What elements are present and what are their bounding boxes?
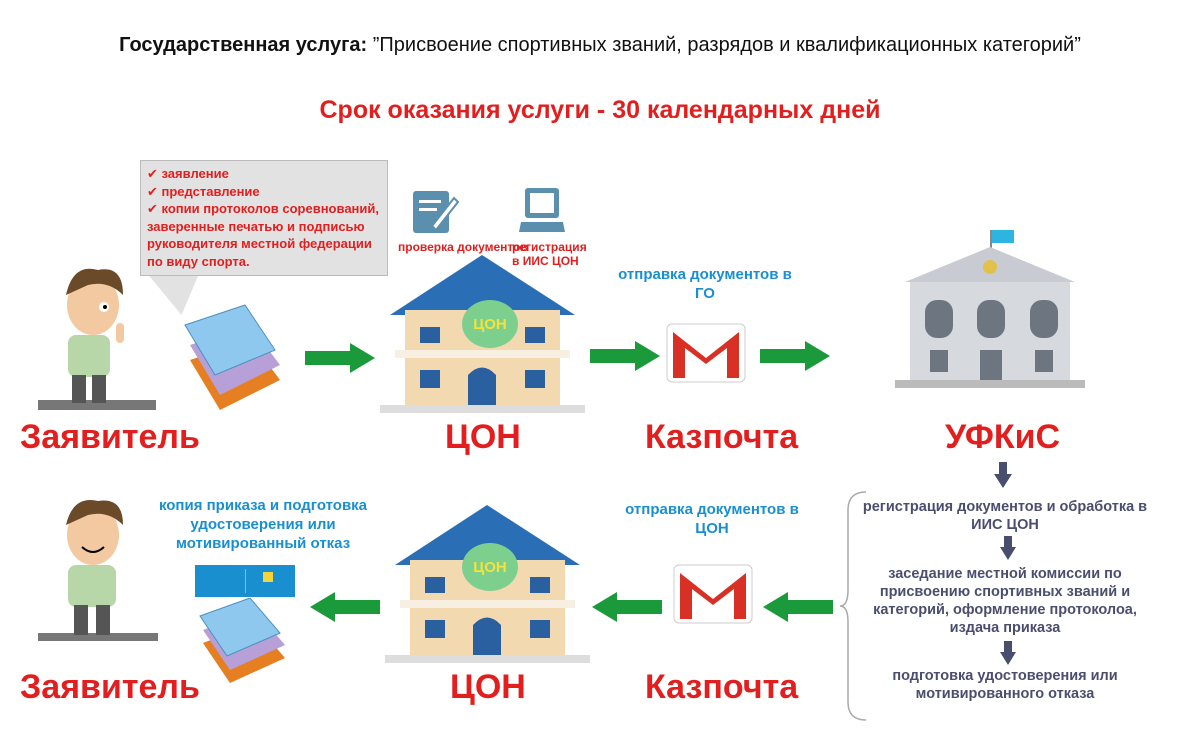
con-label: ЦОН <box>445 418 521 456</box>
document-check-icon <box>413 191 460 233</box>
arrow-down-icon <box>994 462 1012 488</box>
applicant-label: Заявитель <box>20 418 200 456</box>
arrow-left-icon <box>310 592 380 622</box>
kazpost-label: Казпочта <box>645 418 799 456</box>
send-to-con-label: отправка документов в ЦОН <box>625 501 799 537</box>
step-certificate: подготовка удостоверения или мотивирован… <box>892 668 1118 702</box>
documents-icon <box>184 304 280 410</box>
computer-icon <box>519 188 565 232</box>
result-label: копия приказа и подготовка удостоверения… <box>158 497 368 552</box>
arrow-down-icon <box>1000 641 1016 665</box>
check-icon: ✔ <box>147 166 162 181</box>
arrow-left-icon <box>763 592 833 622</box>
certificate-icon <box>195 565 295 597</box>
page-title: Государственная услуга: ”Присвоение спор… <box>119 34 1081 56</box>
mail-icon <box>673 564 753 624</box>
ufkis-building-icon <box>895 230 1085 388</box>
arrow-right-icon <box>760 341 830 371</box>
brace-icon <box>839 491 867 721</box>
con-badge: ЦОН <box>462 543 518 591</box>
step-registration: регистрация документов и обработка в ИИС… <box>862 499 1148 533</box>
applicant-happy-person-icon <box>38 500 158 641</box>
mail-icon <box>666 323 746 383</box>
document-item: ✔ копии протоколов соревнований, заверен… <box>147 201 379 269</box>
send-to-go-label: отправка документов в ГО <box>618 266 792 302</box>
service-deadline: Срок оказания услуги - 30 календарных дн… <box>319 96 881 124</box>
arrow-left-icon <box>592 592 662 622</box>
arrow-down-icon <box>1000 536 1016 560</box>
applicant-person-icon <box>38 268 156 410</box>
kazpost-label: Казпочта <box>645 668 799 706</box>
document-list-bubble: ✔ заявление ✔ представление ✔ копии прот… <box>140 160 388 276</box>
check-icon: ✔ <box>147 201 162 216</box>
arrow-right-icon <box>590 341 660 371</box>
register-label: регистрация в ИИС ЦОН <box>512 240 587 268</box>
arrow-right-icon <box>305 343 375 373</box>
check-icon: ✔ <box>147 183 162 199</box>
applicant-label: Заявитель <box>20 668 200 706</box>
document-item: ✔ представление <box>147 183 260 199</box>
documents-icon <box>199 598 285 683</box>
step-commission: заседание местной комиссии по присвоению… <box>873 566 1137 636</box>
document-item: ✔ заявление <box>147 166 229 181</box>
con-building-icon <box>380 255 585 413</box>
ufkis-label: УФКиС <box>945 418 1061 456</box>
con-badge: ЦОН <box>462 300 518 348</box>
check-docs-label: проверка документов <box>398 240 528 254</box>
con-label: ЦОН <box>450 668 526 706</box>
